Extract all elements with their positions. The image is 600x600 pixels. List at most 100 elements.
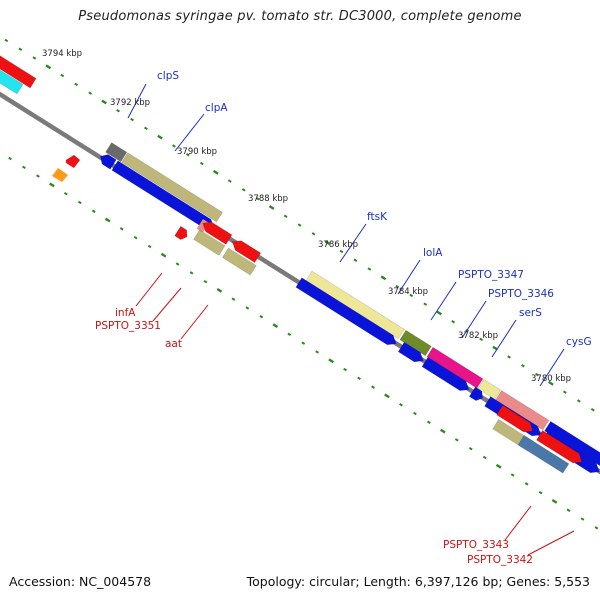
gene-label-clps[interactable]: clpS (157, 70, 179, 82)
inner-tick (22, 165, 26, 170)
callout-infa (135, 272, 163, 307)
outer-tick (45, 64, 52, 70)
feature-clps-gray[interactable] (105, 142, 128, 163)
feature-lola-blue[interactable] (397, 341, 424, 363)
inner-tick (63, 191, 68, 196)
feature-clpa-khaki[interactable] (121, 152, 223, 223)
outer-tick (185, 153, 190, 157)
gene-label-ftsk[interactable]: ftsK (367, 211, 388, 223)
outer-tick (212, 169, 219, 175)
feature-ftsk-blue[interactable] (295, 277, 397, 346)
outer-tick (548, 380, 554, 386)
accession-text: Accession: NC_004578 (9, 574, 152, 589)
inner-tick (133, 235, 138, 240)
outer-tick (74, 82, 79, 87)
feature-sers-salmon[interactable] (495, 390, 550, 431)
inner-tick (524, 482, 529, 486)
inner-tick (594, 526, 599, 530)
feature-pspto3351-khaki[interactable] (193, 229, 226, 256)
inner-tick (36, 174, 40, 178)
inner-tick (203, 279, 208, 284)
gene-label-infa[interactable]: infA (115, 307, 136, 319)
gene-label-cysg[interactable]: cysG (566, 336, 592, 348)
feature-red-small-bottom[interactable] (174, 225, 188, 240)
feature-red-left-top[interactable] (0, 44, 37, 89)
inner-tick (160, 252, 167, 258)
outer-tick (590, 408, 595, 412)
outer-tick (32, 56, 37, 60)
ruler-label-3786: 3786 kbp (318, 240, 358, 250)
outer-tick (324, 240, 331, 246)
gene-label-lola[interactable]: lolA (423, 247, 443, 259)
genome-stats-text: Topology: circular; Length: 6,397,126 bp… (246, 574, 590, 589)
gene-label-clpa[interactable]: clpA (205, 102, 228, 114)
callout-layer (127, 83, 575, 556)
gene-label-aat[interactable]: aat (165, 338, 182, 350)
feature-cyan-left[interactable] (0, 55, 24, 95)
outer-tick (88, 91, 93, 95)
feature-ftsk-yellow[interactable] (305, 270, 405, 340)
outer-tick (436, 310, 443, 316)
outer-tick (4, 38, 9, 43)
inner-tick (357, 376, 361, 381)
callout-pspto3342 (527, 530, 575, 556)
inner-tick (301, 341, 306, 345)
outer-tick-track (4, 38, 595, 412)
outer-tick (283, 214, 288, 218)
feature-pspto3342-steel[interactable] (517, 434, 570, 474)
feature-clps-blue[interactable] (100, 154, 117, 170)
callout-cysg (539, 348, 565, 387)
gene-label-sers[interactable]: serS (519, 307, 542, 319)
inner-tick (272, 323, 279, 329)
outer-tick (172, 144, 176, 148)
outer-tick (562, 390, 567, 394)
outer-tick (451, 320, 456, 324)
feature-lola-olive[interactable] (399, 329, 432, 357)
gene-label-pspto-3351[interactable]: PSPTO_3351 (95, 320, 161, 332)
outer-tick (241, 188, 246, 192)
callout-sers (491, 319, 517, 358)
gene-label-pspto-3342[interactable]: PSPTO_3342 (467, 554, 533, 566)
inner-tick (343, 367, 348, 372)
gene-label-pspto-3343[interactable]: PSPTO_3343 (443, 539, 509, 551)
gene-label-pspto-3346[interactable]: PSPTO_3346 (488, 288, 554, 300)
feature-orange-small[interactable] (52, 168, 68, 182)
feature-red-tiny[interactable] (66, 155, 80, 168)
inner-tick (119, 227, 124, 231)
feature-pspto3347-blue[interactable] (421, 356, 470, 391)
callout-clps (127, 83, 147, 119)
inner-tick (482, 455, 487, 460)
inner-tick (426, 420, 431, 424)
inner-tick (49, 182, 55, 188)
feature-infa-red[interactable] (231, 240, 262, 263)
callout-lola (397, 259, 421, 295)
feature-layer (0, 44, 600, 474)
outer-tick (409, 293, 414, 298)
inner-tick (259, 315, 264, 319)
feature-infa-pink[interactable] (196, 218, 210, 233)
outer-tick (130, 117, 134, 122)
outer-tick (380, 275, 387, 281)
callout-pspto3343 (504, 505, 532, 541)
inner-tick (231, 297, 236, 301)
feature-aat-khaki[interactable] (221, 247, 257, 276)
outer-tick (116, 109, 120, 113)
ruler-label-3790: 3790 kbp (177, 147, 217, 157)
outer-tick (101, 99, 107, 105)
gene-label-group: clpS clpA ftsK lolA PSPTO_3347 PSPTO_334… (95, 70, 592, 566)
feature-red-bottom[interactable] (202, 221, 233, 245)
inner-tick (538, 490, 543, 495)
inner-tick (399, 403, 403, 407)
feature-cysg-blue-top[interactable] (544, 420, 600, 467)
outer-tick (268, 205, 275, 210)
outer-tick (18, 47, 23, 51)
inner-tick (315, 350, 320, 354)
feature-clpa-blue[interactable] (111, 160, 215, 230)
gene-label-pspto-3347[interactable]: PSPTO_3347 (458, 269, 524, 281)
ruler-label-3788: 3788 kbp (248, 194, 288, 204)
feature-pspto3342-red[interactable] (536, 430, 583, 464)
feature-pspto3343-red[interactable] (496, 404, 534, 433)
ruler-label-3780: 3780 kbp (531, 374, 571, 384)
outer-tick (507, 355, 511, 359)
feature-pspto3346-blue[interactable] (468, 386, 483, 401)
